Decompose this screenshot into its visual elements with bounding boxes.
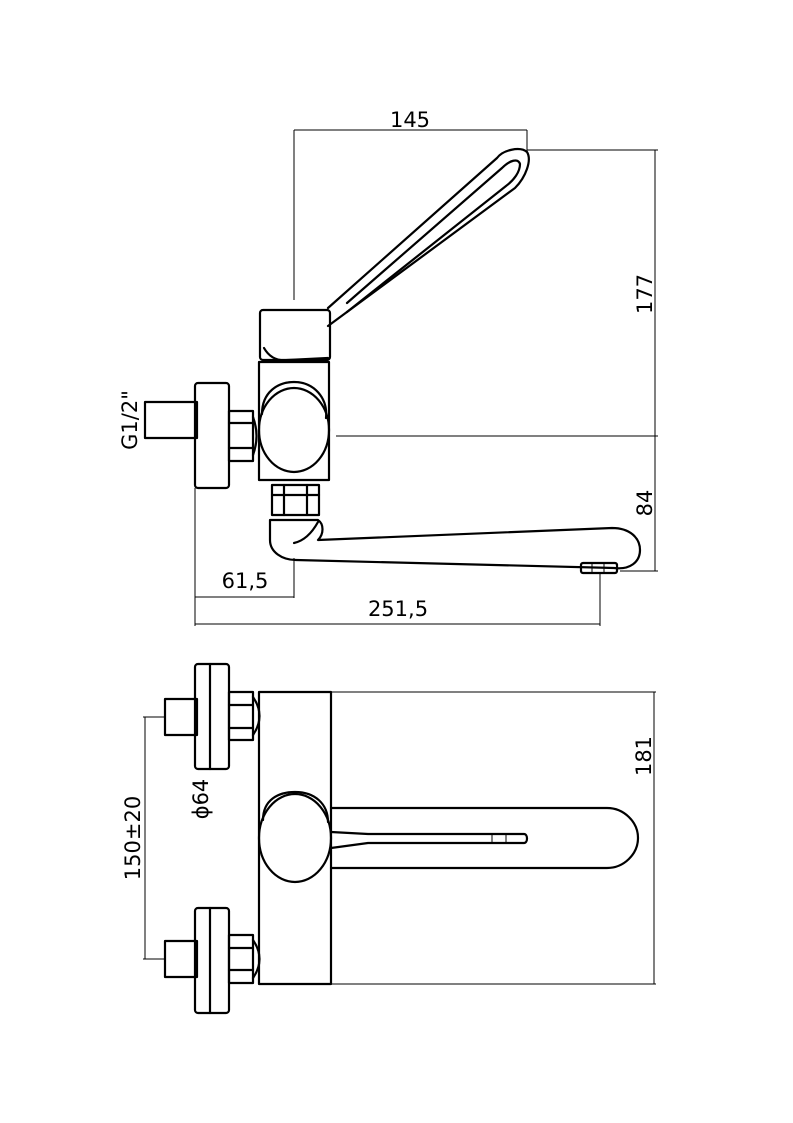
side-aerator xyxy=(579,561,619,575)
dim-body-height: 181 xyxy=(632,736,656,776)
dim-inlet-offset: 61,5 xyxy=(222,569,269,593)
front-view xyxy=(163,662,640,1015)
side-spout xyxy=(268,518,642,570)
side-hex-nut xyxy=(227,409,258,463)
front-lever xyxy=(329,830,529,850)
front-bottom-inlet xyxy=(163,906,261,1015)
side-view xyxy=(143,148,642,575)
side-lever-handle xyxy=(326,148,530,328)
side-inlet-pipe xyxy=(143,400,199,440)
front-dial xyxy=(257,792,333,884)
side-dial xyxy=(257,386,331,474)
dim-inlet-spacing: 150±20 xyxy=(121,796,145,880)
side-view-dimensions: 145 177 84 G1/2" 61,5 251,5 xyxy=(118,108,658,626)
dim-handle-reach: 145 xyxy=(390,108,430,132)
dim-spout-drop: 84 xyxy=(633,490,657,517)
front-view-dimensions: 181 ϕ64 150±20 xyxy=(121,691,656,985)
front-spout xyxy=(329,806,640,870)
dim-thread: G1/2" xyxy=(118,390,142,450)
side-lower-nut xyxy=(270,483,321,517)
side-wall-flange xyxy=(193,381,231,490)
dim-flange-diameter: ϕ64 xyxy=(189,779,213,820)
dim-total-height: 177 xyxy=(633,274,657,314)
dim-total-reach: 251,5 xyxy=(368,597,428,621)
front-top-inlet xyxy=(163,662,261,771)
side-mixer-body xyxy=(257,360,331,482)
front-mixer-body xyxy=(257,690,333,986)
side-cartridge-cap xyxy=(258,308,332,362)
